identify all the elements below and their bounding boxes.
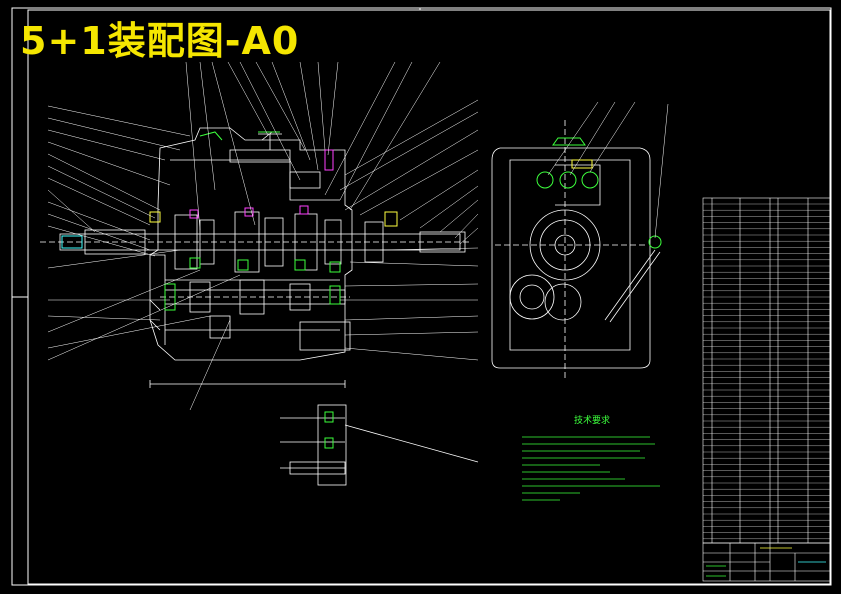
parts-list-table — [702, 197, 831, 544]
leader-lines-top-right — [185, 61, 479, 361]
gearbox-end-view — [491, 120, 661, 378]
technical-notes-lines — [522, 436, 660, 501]
end-view-leaders — [547, 101, 669, 239]
leader-lines-left — [47, 105, 241, 411]
technical-notes-title: 技术要求 — [574, 416, 611, 426]
title-block-marks — [706, 547, 826, 577]
gearbox-section-view — [40, 127, 470, 388]
drawing-title: 5+1装配图-A0 — [20, 19, 300, 63]
detail-view — [280, 404, 479, 486]
detail-view-highlights — [324, 411, 334, 449]
title-block — [702, 542, 831, 582]
part-highlights — [61, 131, 398, 311]
parts-list-rows — [703, 203, 830, 539]
